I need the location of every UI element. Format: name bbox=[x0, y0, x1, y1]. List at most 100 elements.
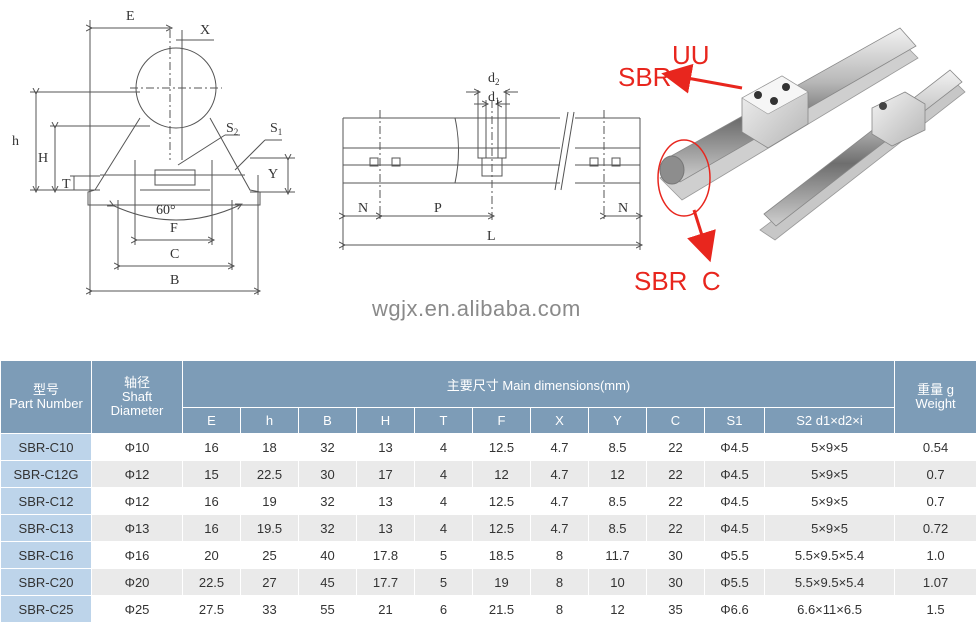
dim-label-h: h bbox=[12, 134, 19, 149]
table-cell: 0.54 bbox=[895, 434, 976, 461]
table-cell: 1.07 bbox=[895, 569, 976, 596]
table-cell: Φ4.5 bbox=[705, 461, 765, 488]
table-cell: 55 bbox=[299, 596, 357, 623]
dim-label-H: H bbox=[38, 151, 48, 166]
table-cell: 13 bbox=[357, 488, 415, 515]
table-cell: Φ4.5 bbox=[705, 488, 765, 515]
table-cell: 27 bbox=[241, 569, 299, 596]
table-cell: 4.7 bbox=[531, 434, 589, 461]
side-view-drawing bbox=[343, 90, 640, 250]
header-dim-8: C bbox=[647, 408, 705, 434]
dim-label-angle: 60° bbox=[156, 203, 176, 218]
photo-label-uu: UU bbox=[672, 40, 710, 71]
table-cell: 12.5 bbox=[473, 515, 531, 542]
header-dim-10: S2 d1×d2×i bbox=[765, 408, 895, 434]
table-cell: 35 bbox=[647, 596, 705, 623]
table-cell: 30 bbox=[299, 461, 357, 488]
dim-label-T: T bbox=[62, 177, 71, 192]
dim-label-L: L bbox=[487, 229, 496, 244]
table-cell: 18.5 bbox=[473, 542, 531, 569]
table-cell: 16 bbox=[183, 434, 241, 461]
table-cell: 16 bbox=[183, 488, 241, 515]
table-cell: 16 bbox=[183, 515, 241, 542]
table-cell: 22 bbox=[647, 434, 705, 461]
table-cell: 15 bbox=[183, 461, 241, 488]
table-cell: 12.5 bbox=[473, 488, 531, 515]
dim-label-d1: d1 bbox=[488, 90, 500, 106]
table-cell: 22.5 bbox=[241, 461, 299, 488]
table-cell: 25 bbox=[241, 542, 299, 569]
table-cell: 22.5 bbox=[183, 569, 241, 596]
table-cell: 10 bbox=[589, 569, 647, 596]
table-cell: 18 bbox=[241, 434, 299, 461]
table-cell: 5×9×5 bbox=[765, 488, 895, 515]
table-cell: 32 bbox=[299, 515, 357, 542]
table-cell: Φ5.5 bbox=[705, 569, 765, 596]
dim-label-B: B bbox=[170, 273, 179, 288]
table-cell: 12 bbox=[589, 461, 647, 488]
part-number-cell: SBR-C25 bbox=[1, 596, 92, 623]
dim-label-E: E bbox=[126, 9, 135, 24]
table-cell: 11.7 bbox=[589, 542, 647, 569]
table-cell: Φ12 bbox=[92, 461, 183, 488]
table-cell: 12 bbox=[473, 461, 531, 488]
table-cell: 5.5×9.5×5.4 bbox=[765, 542, 895, 569]
table-cell: 5×9×5 bbox=[765, 515, 895, 542]
table-cell: 19 bbox=[241, 488, 299, 515]
header-dim-5: F bbox=[473, 408, 531, 434]
dim-label-S2: S2 bbox=[226, 121, 238, 137]
table-cell: Φ4.5 bbox=[705, 434, 765, 461]
table-cell: 4 bbox=[415, 515, 473, 542]
table-cell: 8.5 bbox=[589, 488, 647, 515]
table-cell: Φ10 bbox=[92, 434, 183, 461]
table-cell: 5.5×9.5×5.4 bbox=[765, 569, 895, 596]
part-number-cell: SBR-C12 bbox=[1, 488, 92, 515]
header-dim-1: h bbox=[241, 408, 299, 434]
table-cell: 19.5 bbox=[241, 515, 299, 542]
part-number-cell: SBR-C10 bbox=[1, 434, 92, 461]
table-cell: Φ20 bbox=[92, 569, 183, 596]
cross-section-drawing bbox=[30, 20, 295, 295]
table-cell: 40 bbox=[299, 542, 357, 569]
table-cell: 5×9×5 bbox=[765, 461, 895, 488]
table-cell: 22 bbox=[647, 515, 705, 542]
table-cell: 22 bbox=[647, 488, 705, 515]
table-cell: Φ13 bbox=[92, 515, 183, 542]
header-dim-9: S1 bbox=[705, 408, 765, 434]
table-cell: 21 bbox=[357, 596, 415, 623]
dim-label-N-right: N bbox=[618, 201, 628, 216]
header-dim-6: X bbox=[531, 408, 589, 434]
table-cell: 17.7 bbox=[357, 569, 415, 596]
table-cell: 21.5 bbox=[473, 596, 531, 623]
table-cell: 12.5 bbox=[473, 434, 531, 461]
dim-label-N-left: N bbox=[358, 201, 368, 216]
table-cell: 33 bbox=[241, 596, 299, 623]
sbr-c-arrow bbox=[694, 210, 706, 248]
table-cell: 17.8 bbox=[357, 542, 415, 569]
table-cell: 17 bbox=[357, 461, 415, 488]
table-cell: 4.7 bbox=[531, 461, 589, 488]
table-cell: Φ5.5 bbox=[705, 542, 765, 569]
sbr-arrow bbox=[676, 76, 742, 88]
header-dim-3: H bbox=[357, 408, 415, 434]
dim-label-Y: Y bbox=[268, 167, 278, 182]
table-cell: 8 bbox=[531, 569, 589, 596]
table-cell: 8.5 bbox=[589, 515, 647, 542]
header-dim-0: E bbox=[183, 408, 241, 434]
dim-label-C: C bbox=[170, 247, 179, 262]
table-cell: 30 bbox=[647, 569, 705, 596]
table-cell: 6 bbox=[415, 596, 473, 623]
table-cell: 8.5 bbox=[589, 434, 647, 461]
table-cell: 20 bbox=[183, 542, 241, 569]
part-number-cell: SBR-C12G bbox=[1, 461, 92, 488]
table-cell: 6.6×11×6.5 bbox=[765, 596, 895, 623]
dim-label-P: P bbox=[434, 201, 442, 216]
dim-label-X: X bbox=[200, 23, 210, 38]
table-cell: 5×9×5 bbox=[765, 434, 895, 461]
